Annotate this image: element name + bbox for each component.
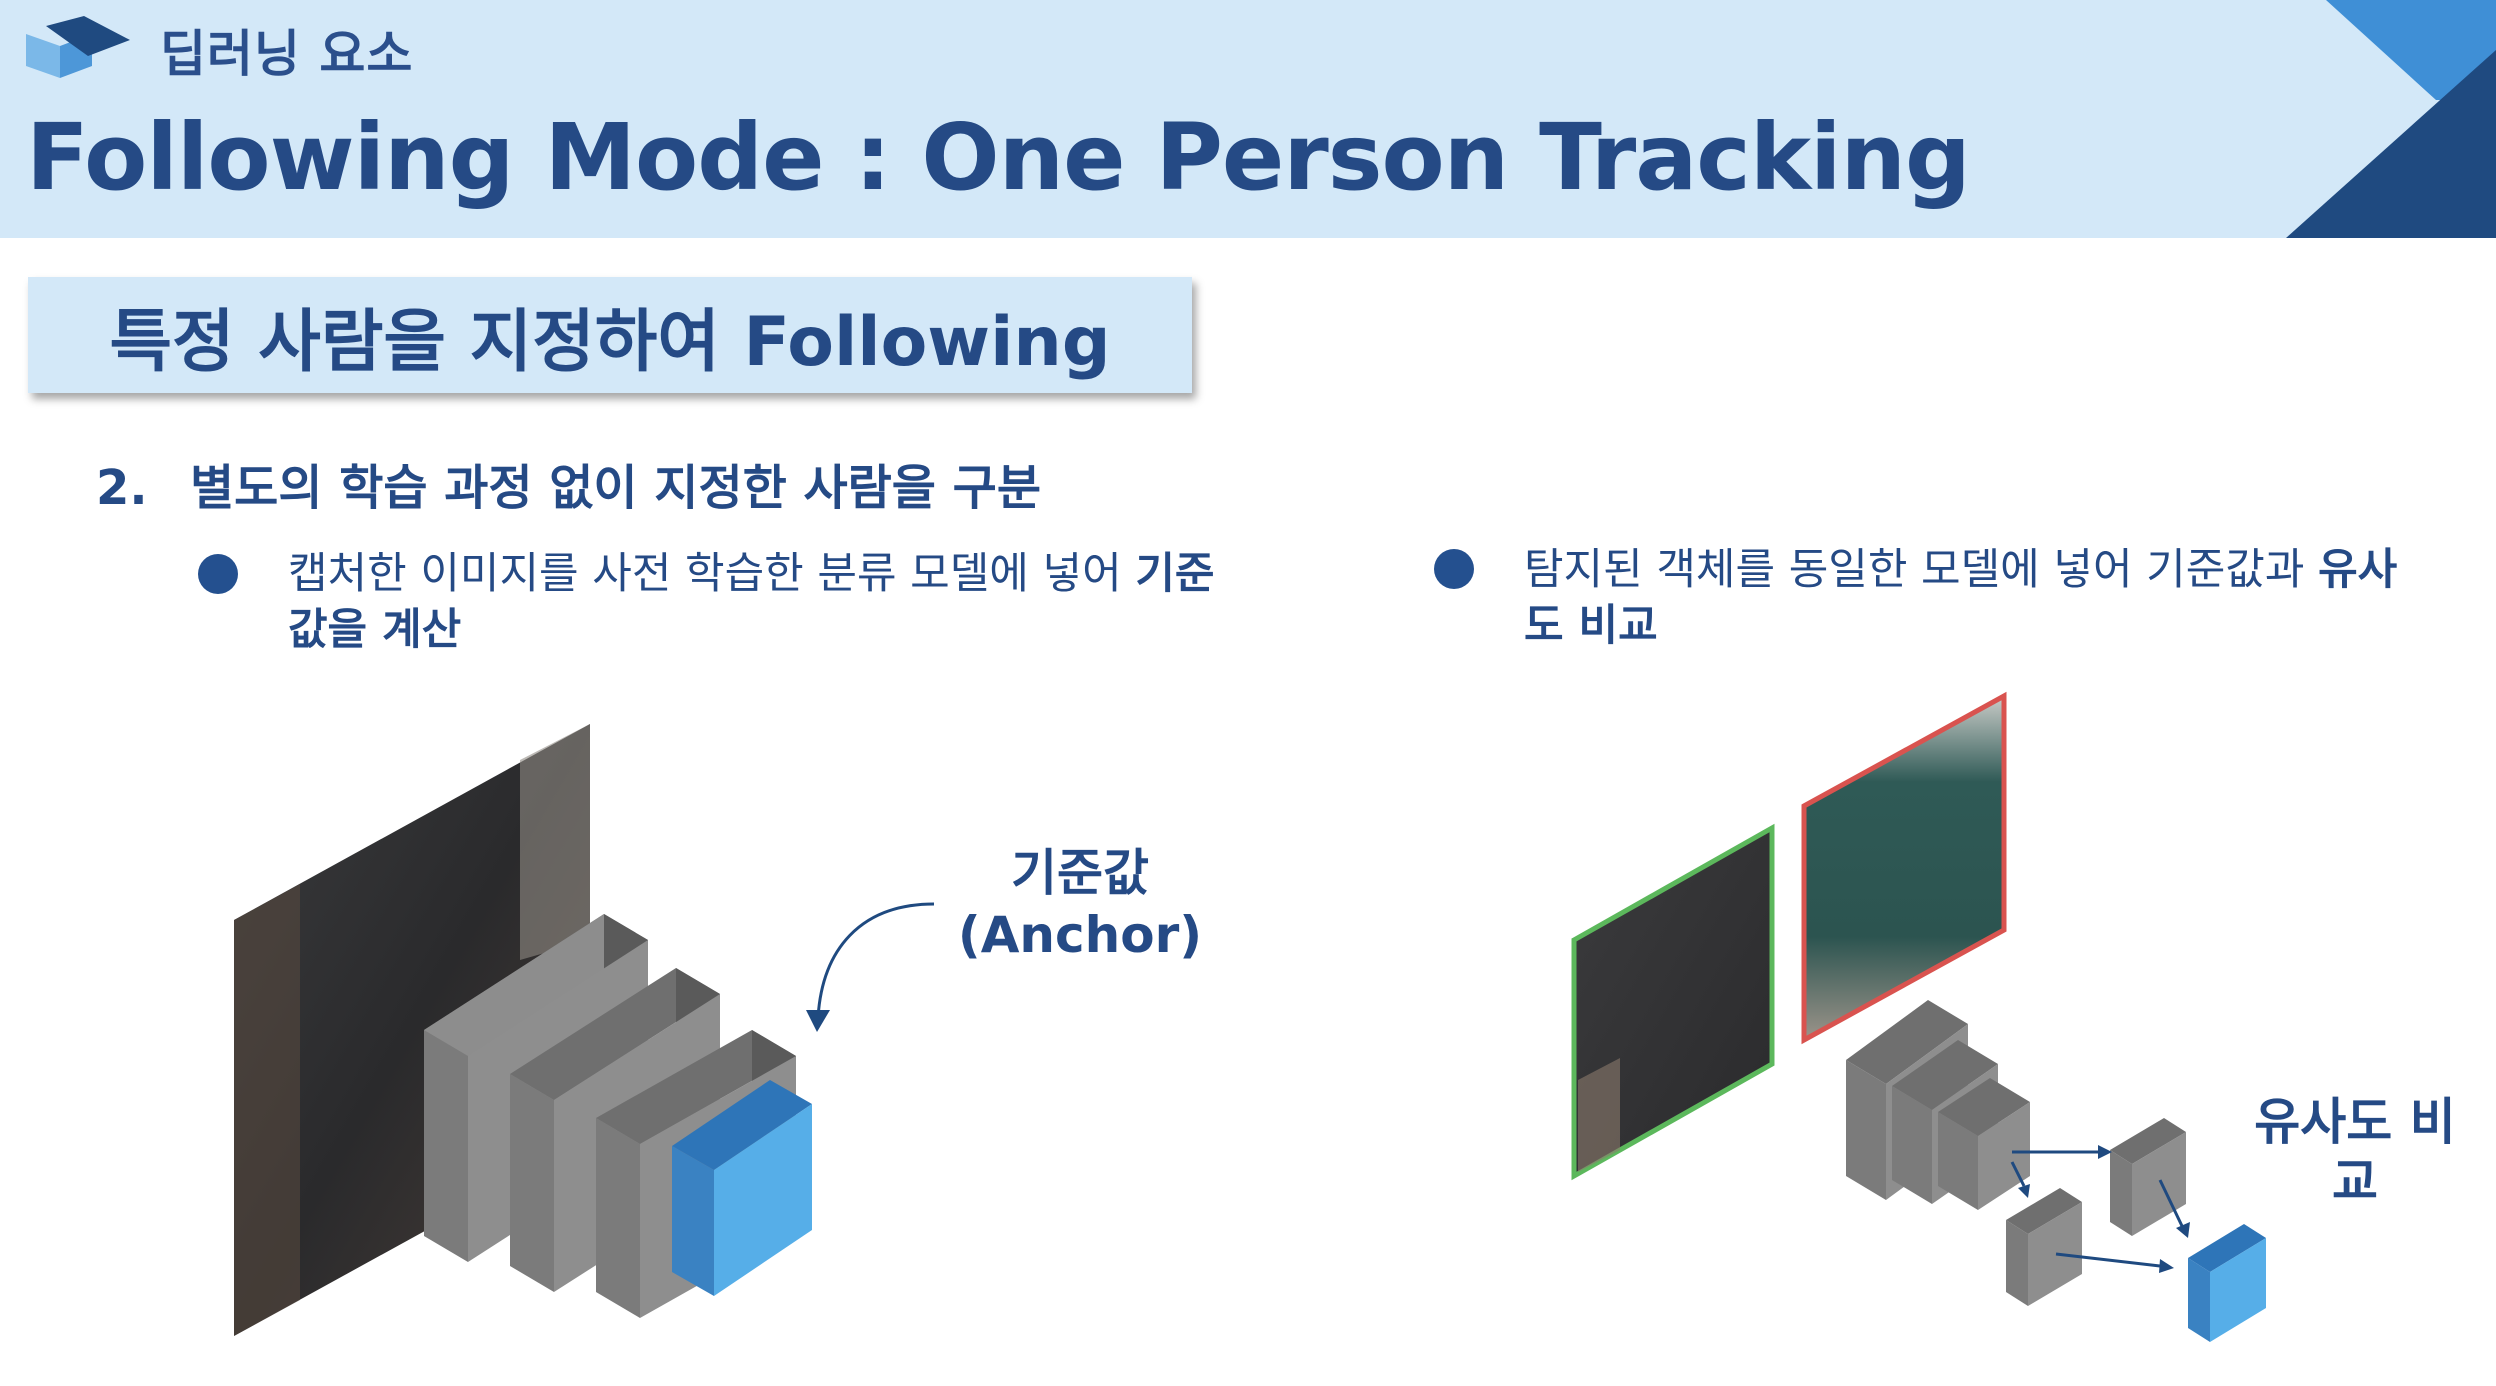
point-text: 별도의 학습 과정 없이 지정한 사람을 구분 [190, 460, 1041, 516]
anchor-arrow [806, 902, 935, 1032]
header-band [0, 0, 2496, 238]
point-number: 2. [96, 460, 148, 516]
anchor-label-english: (Anchor) [957, 906, 1203, 964]
anchor-label: 기준값 (Anchor) [940, 842, 1220, 966]
section-label: 딥러닝 요소 [160, 25, 414, 83]
corner-decoration [2286, 0, 2496, 238]
feature-block-top [2110, 1118, 2186, 1236]
similarity-label: 유사도 비교 [2254, 1093, 2456, 1211]
bullet-dot [198, 554, 238, 594]
anchor-label-korean: 기준값 [1011, 844, 1149, 902]
subtitle-text: 특정 사람을 지정하여 Following [109, 302, 1111, 382]
detected-image-green [1571, 823, 1775, 1181]
feature-block-bottom [2006, 1188, 2082, 1306]
bullet-normal-text: 탐지된 객체를 동일한 모델에 넣어 기준값과 [1524, 545, 2319, 595]
flow-arrows [2010, 1145, 2190, 1273]
point-heading: 2. 별도의 학습 과정 없이 지정한 사람을 구분 [96, 448, 1041, 518]
bullet-text-capture: 캡처한 이미지를 사전 학습한 분류 모델에 넣어 기준 값을 계산 [288, 546, 1248, 658]
subtitle-box: 특정 사람을 지정하여 Following [28, 277, 1192, 393]
bullet-bold-text: 기준 값을 계산 [288, 549, 1215, 655]
bullet-normal-text: 캡처한 이미지를 사전 학습한 분류 모델에 넣어 [288, 549, 1136, 599]
feature-extractor [1846, 1000, 2030, 1210]
logo-icon [26, 16, 130, 78]
similarity-output-block [2188, 1224, 2266, 1342]
page-title: Following Mode : One Person Tracking [26, 104, 1971, 211]
bullet-text-detect: 탐지된 객체를 동일한 모델에 넣어 기준값과 유사도 비교 [1524, 542, 2404, 654]
anchor-output-block [672, 1080, 812, 1296]
bullet-dot [1434, 549, 1474, 589]
bullet-bold-text: 유사도 비교 [1524, 545, 2398, 651]
detected-image-red [1801, 691, 2007, 1045]
